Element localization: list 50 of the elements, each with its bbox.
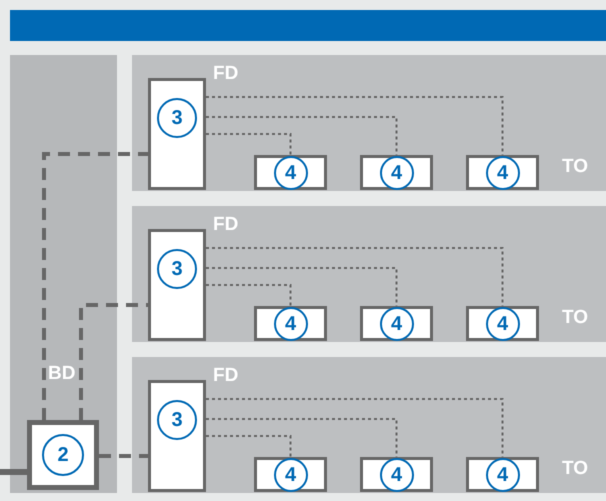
connector-line bbox=[206, 435, 292, 457]
callout-number: 4 bbox=[380, 458, 414, 492]
area-label: TO bbox=[562, 459, 588, 478]
connector-line bbox=[206, 418, 398, 457]
outlet-box bbox=[360, 306, 433, 341]
callout-number: 4 bbox=[274, 306, 308, 340]
area-label: FD bbox=[213, 215, 238, 234]
floor-band bbox=[132, 357, 606, 493]
connector-line bbox=[206, 96, 504, 155]
building-band bbox=[10, 55, 117, 493]
connector-line bbox=[206, 398, 504, 457]
outlet-box bbox=[254, 457, 327, 492]
outlet-box bbox=[254, 155, 327, 190]
area-label: TO bbox=[562, 308, 588, 327]
area-label: FD bbox=[213, 64, 238, 83]
connector-line bbox=[206, 116, 398, 155]
area-label: FD bbox=[213, 366, 238, 385]
area-label: BD bbox=[48, 364, 76, 383]
callout-number: 4 bbox=[274, 156, 308, 190]
connector-line bbox=[79, 303, 148, 420]
outlet-box bbox=[360, 457, 433, 492]
callout-number: 3 bbox=[157, 249, 197, 289]
callout-number: 4 bbox=[380, 306, 414, 340]
callout-number: 2 bbox=[42, 434, 84, 476]
connector-line bbox=[42, 152, 148, 420]
outlet-box bbox=[466, 306, 539, 341]
distributor-box bbox=[148, 78, 206, 190]
connector-line bbox=[206, 267, 398, 306]
cable-line bbox=[0, 469, 27, 475]
distributor-box bbox=[27, 420, 99, 490]
callout-number: 4 bbox=[486, 458, 520, 492]
connector-line bbox=[206, 133, 292, 155]
outlet-box bbox=[466, 457, 539, 492]
callout-number: 3 bbox=[157, 400, 197, 440]
outlet-box bbox=[254, 306, 327, 341]
distributor-box bbox=[148, 229, 206, 341]
connector-line bbox=[206, 247, 504, 306]
outlet-box bbox=[466, 155, 539, 190]
area-label: TO bbox=[562, 157, 588, 176]
connector-line bbox=[99, 454, 148, 458]
callout-number: 4 bbox=[380, 156, 414, 190]
floor-band bbox=[132, 55, 606, 191]
outlet-box bbox=[360, 155, 433, 190]
callout-number: 4 bbox=[486, 306, 520, 340]
callout-number: 4 bbox=[274, 458, 308, 492]
distributor-box bbox=[148, 380, 206, 492]
callout-number: 4 bbox=[486, 156, 520, 190]
callout-number: 3 bbox=[157, 98, 197, 138]
floor-band bbox=[132, 206, 606, 342]
connector-line bbox=[206, 284, 292, 306]
